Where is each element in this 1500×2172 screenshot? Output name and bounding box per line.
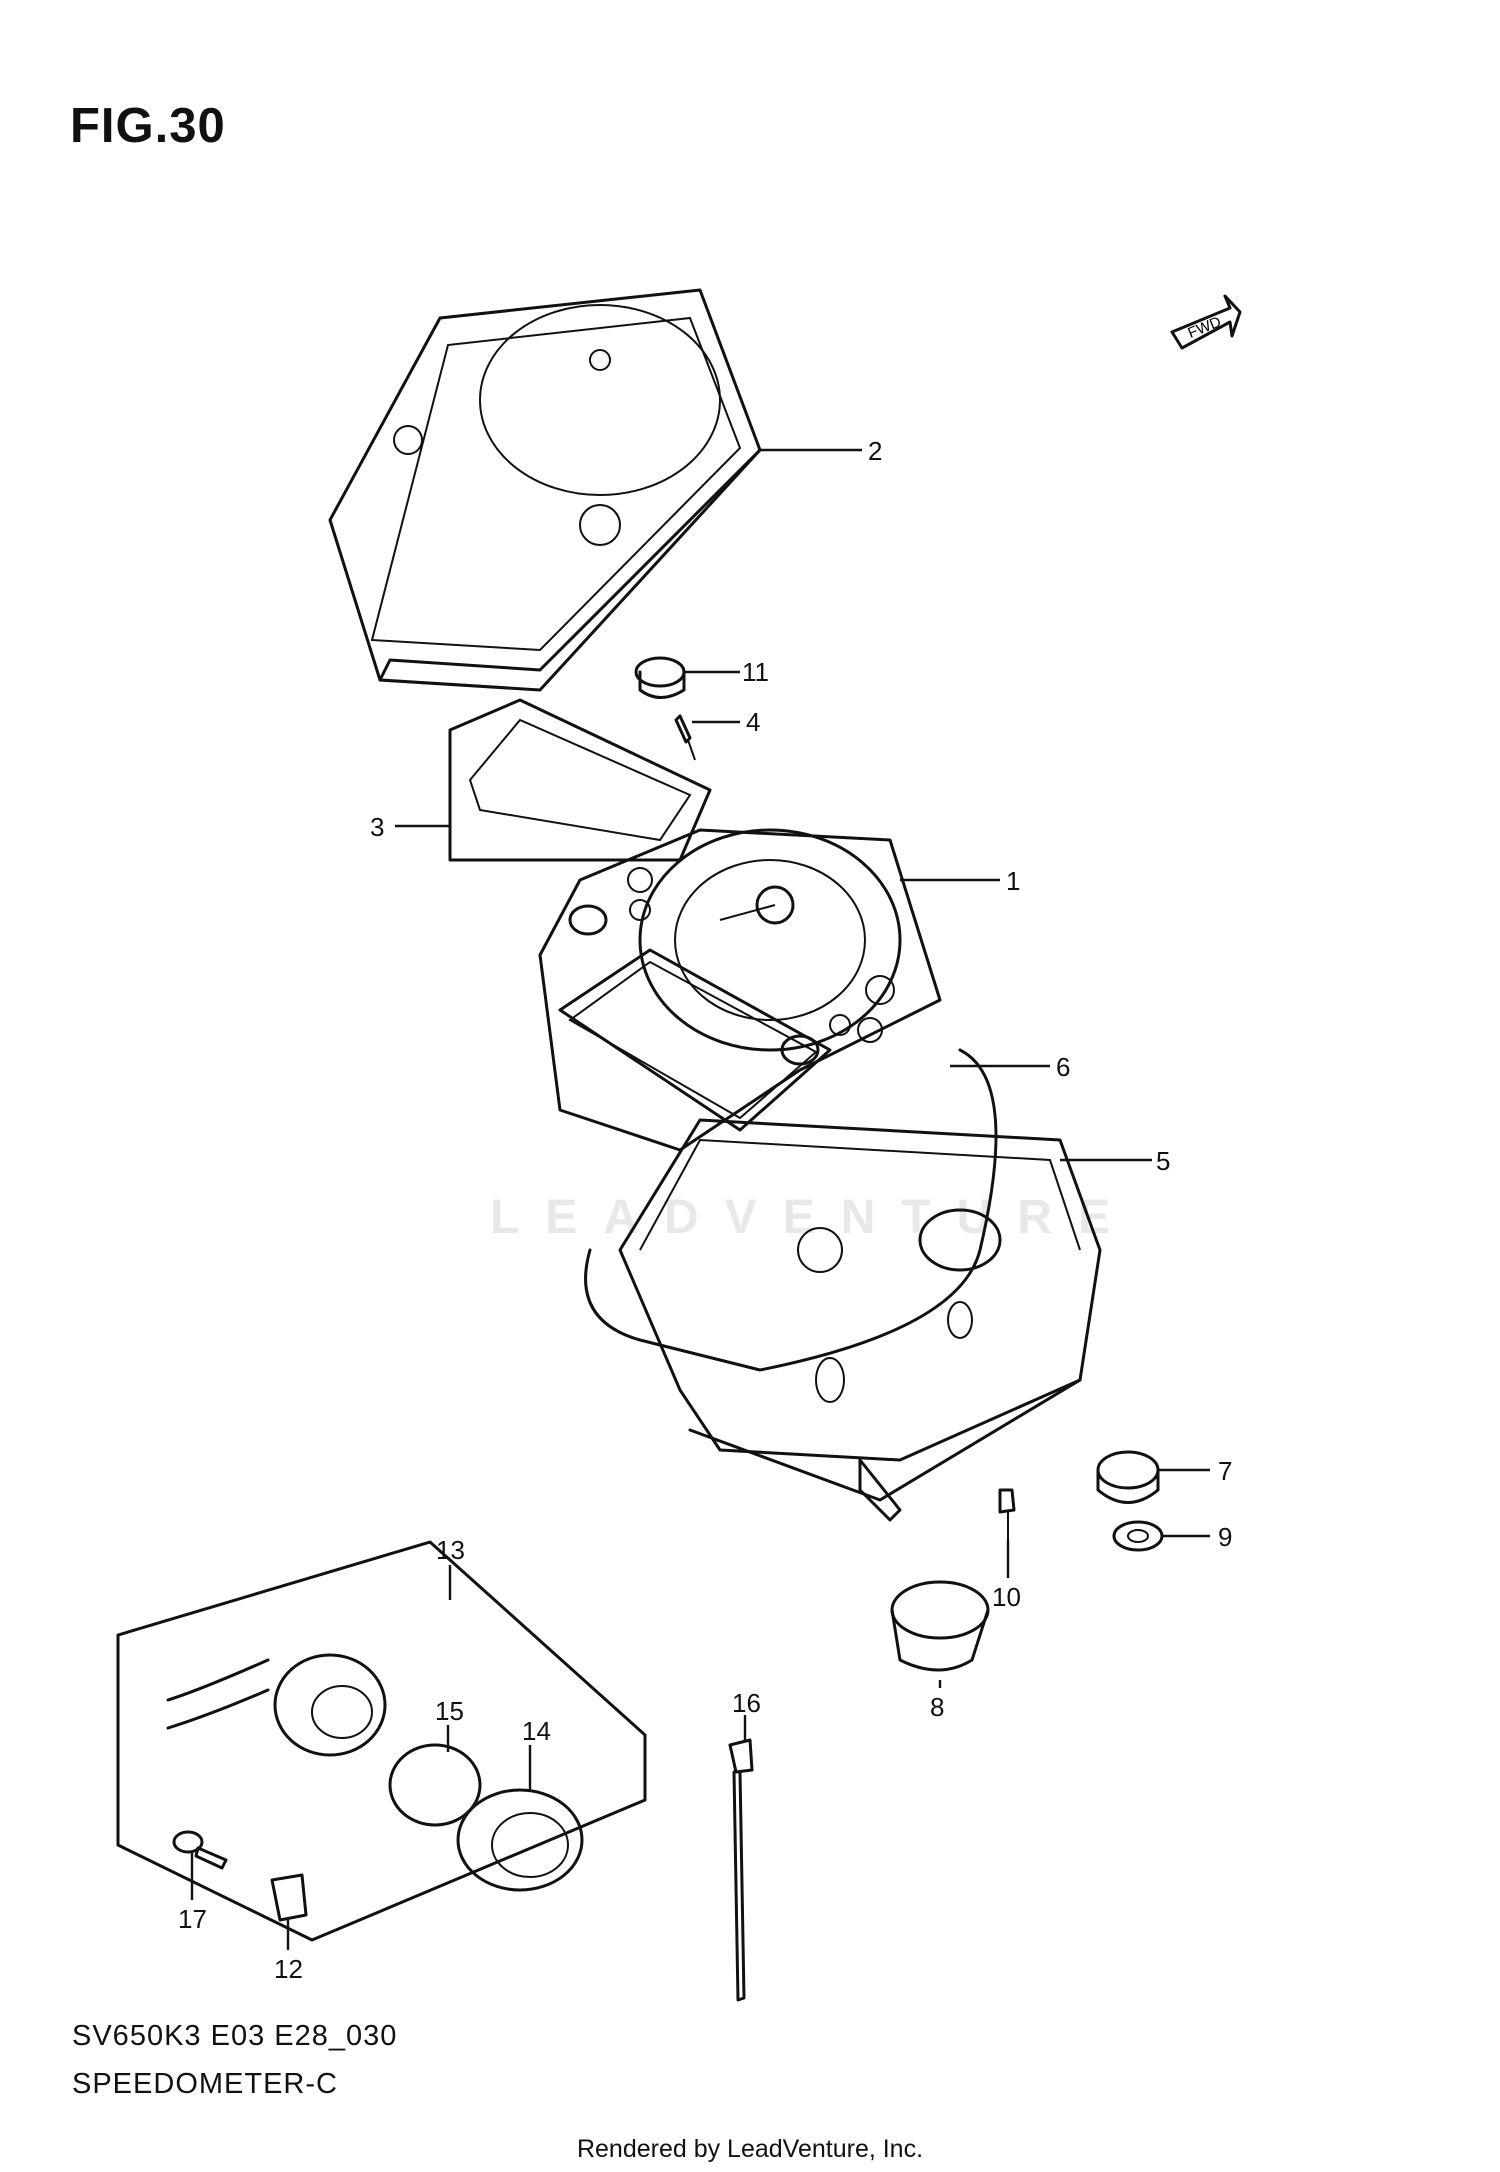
leader-lines bbox=[190, 448, 1210, 1950]
clip-part-12 bbox=[270, 1873, 308, 1922]
meter-assembly-part bbox=[538, 828, 942, 1152]
screw-part-4 bbox=[674, 714, 696, 761]
grommet-part-11 bbox=[634, 656, 686, 699]
callout-7: 7 bbox=[1218, 1456, 1233, 1486]
fwd-label: FWD bbox=[1186, 313, 1224, 342]
callout-2: 2 bbox=[868, 436, 883, 466]
callout-16: 16 bbox=[732, 1688, 761, 1718]
figure-title: FIG.30 bbox=[70, 99, 226, 153]
socket-assembly-box-13 bbox=[116, 1540, 647, 1942]
panel-frame-part bbox=[448, 698, 712, 862]
diagram-code: SV650K3 E03 E28_030 bbox=[72, 2020, 398, 2052]
section-name: SPEEDOMETER-C bbox=[72, 2068, 338, 2100]
callout-14: 14 bbox=[522, 1716, 551, 1746]
callout-13: 13 bbox=[436, 1535, 465, 1565]
callout-3: 3 bbox=[370, 812, 385, 842]
cushion-part-8 bbox=[890, 1580, 990, 1672]
watermark: LEADVENTURE bbox=[490, 1191, 1137, 1244]
callout-6: 6 bbox=[1056, 1052, 1071, 1082]
callout-11: 11 bbox=[742, 657, 769, 687]
meter-cover-part bbox=[328, 288, 762, 692]
fwd-arrow-icon: FWD bbox=[1170, 294, 1242, 350]
callout-8: 8 bbox=[930, 1692, 945, 1722]
wiring-harness-part bbox=[584, 1048, 998, 1372]
callout-10: 10 bbox=[992, 1582, 1021, 1612]
lower-case-part bbox=[618, 1118, 1102, 1522]
callout-15: 15 bbox=[435, 1696, 464, 1726]
bolt-part-17 bbox=[172, 1830, 228, 1870]
callout-9: 9 bbox=[1218, 1522, 1233, 1552]
rendered-by-credit: Rendered by LeadVenture, Inc. bbox=[576, 2135, 924, 2163]
callout-17: 17 bbox=[178, 1904, 207, 1934]
washer-part-9 bbox=[1112, 1520, 1164, 1552]
callout-12: 12 bbox=[274, 1954, 303, 1984]
cable-tie-part-16 bbox=[728, 1738, 754, 2002]
callout-4: 4 bbox=[746, 707, 761, 737]
callout-5: 5 bbox=[1156, 1146, 1171, 1176]
screw-part-10 bbox=[998, 1488, 1016, 1540]
grommet-part-7 bbox=[1096, 1450, 1160, 1504]
callout-1: 1 bbox=[1006, 866, 1021, 896]
